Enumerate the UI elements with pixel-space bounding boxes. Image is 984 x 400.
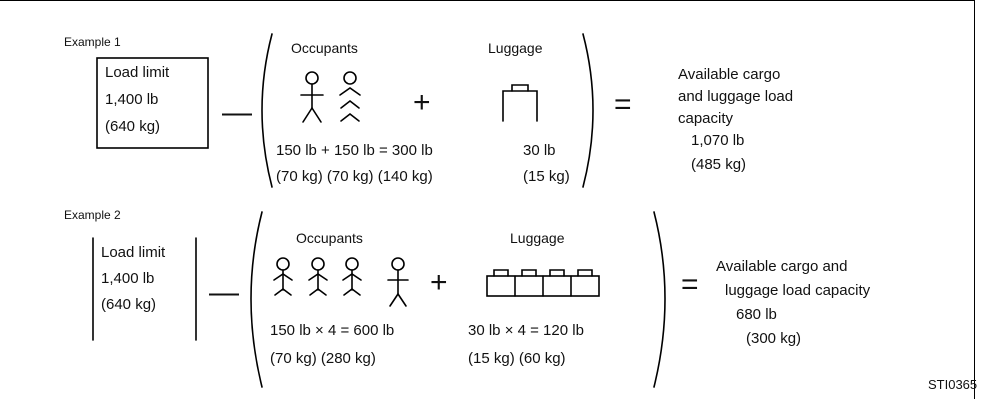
result-line-1-1: Available cargo bbox=[678, 66, 781, 83]
occupant-figure-icon bbox=[308, 257, 328, 296]
right-paren-2 bbox=[653, 211, 666, 388]
result-lb-1: 1,070 lb bbox=[691, 132, 745, 149]
result-lb-2: 680 lb bbox=[736, 306, 777, 323]
occupant-figure-icon bbox=[273, 257, 293, 296]
occupants-heading-1: Occupants bbox=[291, 40, 358, 56]
plus-sign-2: + bbox=[430, 266, 448, 299]
load-limit-lb-1: 1,400 lb bbox=[105, 91, 159, 108]
occupants-calc-kg-1: (70 kg) (70 kg) (140 kg) bbox=[276, 168, 433, 185]
occupants-heading-2: Occupants bbox=[296, 230, 363, 246]
occupants-calc-kg-2: (70 kg) (280 kg) bbox=[270, 350, 376, 367]
luggage-calc-kg-2: (15 kg) (60 kg) bbox=[468, 350, 566, 367]
luggage-lb-1: 30 lb bbox=[523, 142, 556, 159]
luggage-heading-1: Luggage bbox=[488, 40, 543, 56]
load-limit-lb-2: 1,400 lb bbox=[101, 270, 155, 287]
figure-code: STI0365 bbox=[928, 377, 978, 392]
load-limit-kg-2: (640 kg) bbox=[101, 296, 157, 313]
right-paren-1 bbox=[582, 33, 594, 188]
occupant-figure-icon bbox=[387, 257, 409, 307]
result-kg-1: (485 kg) bbox=[691, 156, 747, 173]
equals-sign-2: = bbox=[681, 268, 699, 301]
occupant-figure-icon bbox=[339, 71, 361, 122]
occupants-calc-lb-2: 150 lb × 4 = 600 lb bbox=[270, 322, 395, 339]
luggage-calc-lb-2: 30 lb × 4 = 120 lb bbox=[468, 322, 584, 339]
result-line-2-1: Available cargo and bbox=[716, 258, 848, 275]
result-line-2-2: luggage load capacity bbox=[725, 282, 871, 299]
load-limit-title-2: Load limit bbox=[101, 244, 166, 261]
occupant-figure-icon bbox=[300, 71, 324, 123]
left-paren-1 bbox=[261, 33, 273, 188]
result-line-1-3: capacity bbox=[678, 110, 734, 127]
luggage-heading-2: Luggage bbox=[510, 230, 565, 246]
minus-sign-2: — bbox=[209, 276, 239, 309]
example-2-label: Example 2 bbox=[64, 208, 121, 222]
occupant-figure-icon bbox=[342, 257, 362, 296]
example-1-label: Example 1 bbox=[64, 35, 121, 49]
result-kg-2: (300 kg) bbox=[746, 330, 802, 347]
load-limit-box-1 bbox=[96, 57, 209, 149]
minus-sign-1: — bbox=[222, 96, 252, 129]
occupants-calc-lb-1: 150 lb + 150 lb = 300 lb bbox=[276, 142, 433, 159]
luggage-kg-1: (15 kg) bbox=[523, 168, 570, 185]
load-limit-kg-1: (640 kg) bbox=[105, 118, 161, 135]
equals-sign-1: = bbox=[614, 88, 632, 121]
luggage-row-icon bbox=[486, 269, 600, 297]
result-line-1-2: and luggage load bbox=[678, 88, 794, 105]
left-paren-2 bbox=[250, 211, 263, 388]
load-limit-title-1: Load limit bbox=[105, 64, 170, 81]
luggage-icon bbox=[502, 84, 538, 122]
plus-sign-1: + bbox=[413, 86, 431, 119]
